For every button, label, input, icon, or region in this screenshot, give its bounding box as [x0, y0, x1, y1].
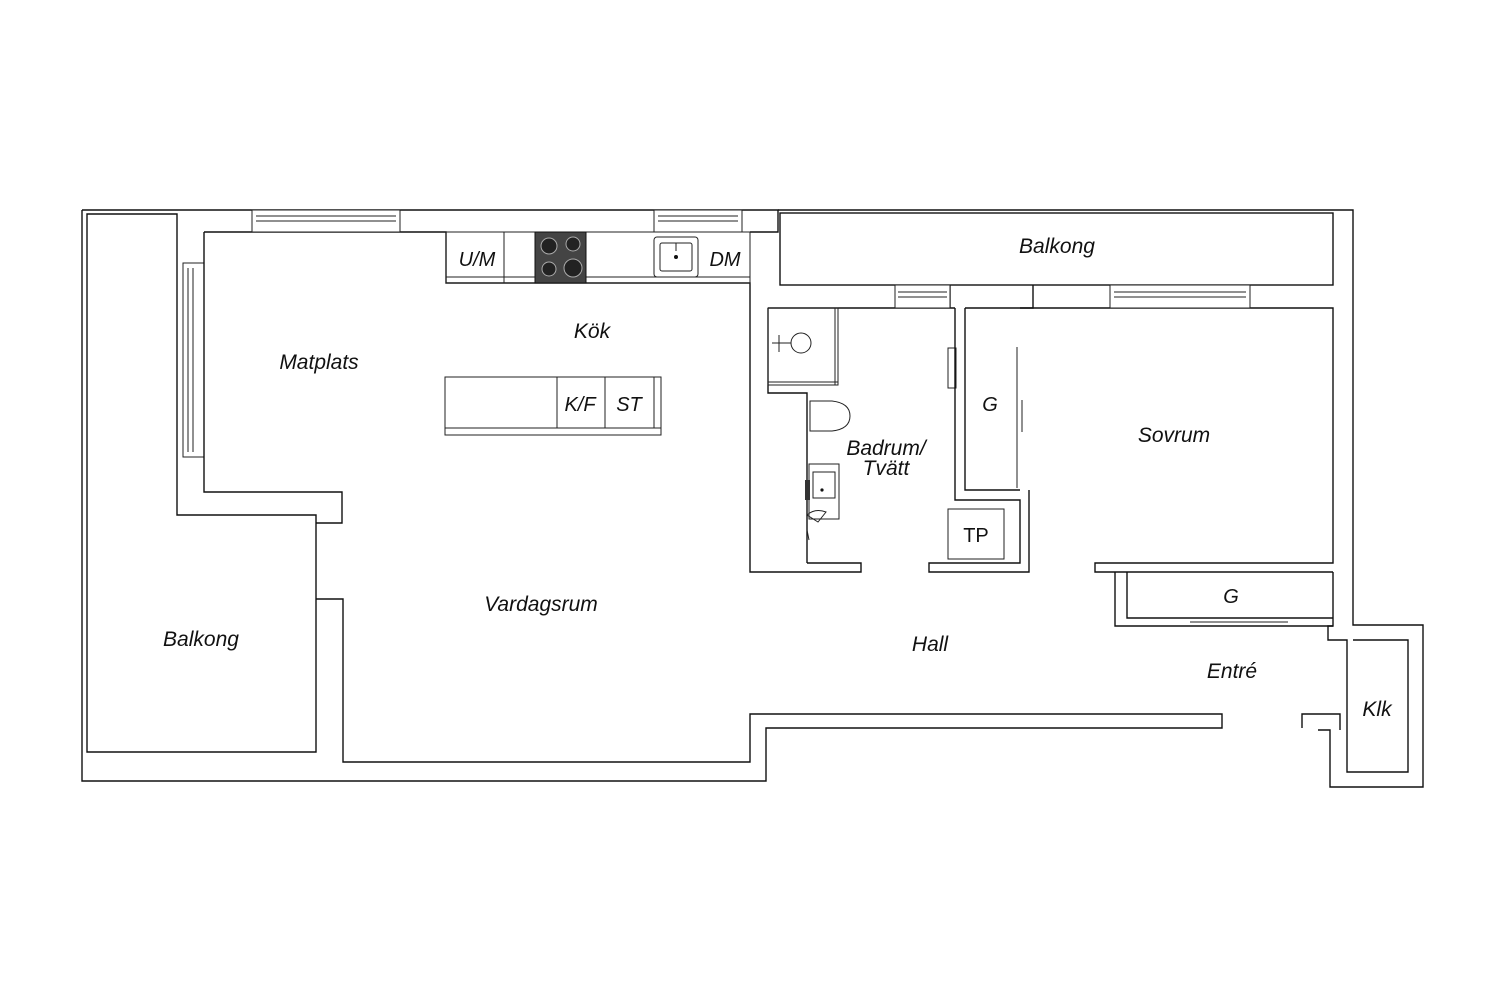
kitchen-counter — [445, 231, 751, 284]
left-balcony — [86, 213, 317, 753]
label-balkong-top: Balkong — [1019, 235, 1095, 258]
label-vardagsrum: Vardagsrum — [484, 593, 598, 616]
label-g-upper: G — [982, 394, 998, 416]
bathroom — [767, 284, 957, 563]
room-labels: Balkong Balkong Matplats Kök Vardagsrum … — [163, 235, 1393, 721]
label-balkong-left: Balkong — [163, 628, 239, 651]
label-st: ST — [616, 394, 643, 416]
kitchen-walls — [203, 209, 862, 573]
label-tvatt: Tvätt — [863, 457, 911, 480]
washbasin-icon — [805, 463, 840, 541]
outer-walls — [81, 209, 1424, 788]
shower-icon — [767, 307, 839, 386]
label-dm: DM — [709, 249, 740, 271]
wardrobe-area — [928, 308, 1030, 573]
toilet-icon — [809, 400, 851, 432]
sink-icon — [653, 236, 699, 278]
label-matplats: Matplats — [279, 351, 359, 374]
fixture-labels: U/M DM K/F ST G G TP — [459, 249, 1239, 608]
label-kok: Kök — [574, 320, 612, 343]
label-entre: Entré — [1207, 660, 1257, 683]
hall-wardrobe — [1114, 572, 1334, 627]
label-kf: K/F — [564, 394, 597, 416]
label-um: U/M — [459, 249, 496, 271]
label-hall: Hall — [912, 633, 950, 656]
bedroom-walls — [965, 284, 1334, 573]
label-badrum: Badrum/ — [846, 437, 928, 460]
label-g-lower: G — [1223, 586, 1239, 608]
kitchen-island — [444, 376, 662, 436]
closet-walls — [1327, 625, 1409, 773]
label-tp: TP — [963, 525, 989, 547]
label-sovrum: Sovrum — [1138, 424, 1210, 447]
label-klk: Klk — [1362, 698, 1393, 721]
